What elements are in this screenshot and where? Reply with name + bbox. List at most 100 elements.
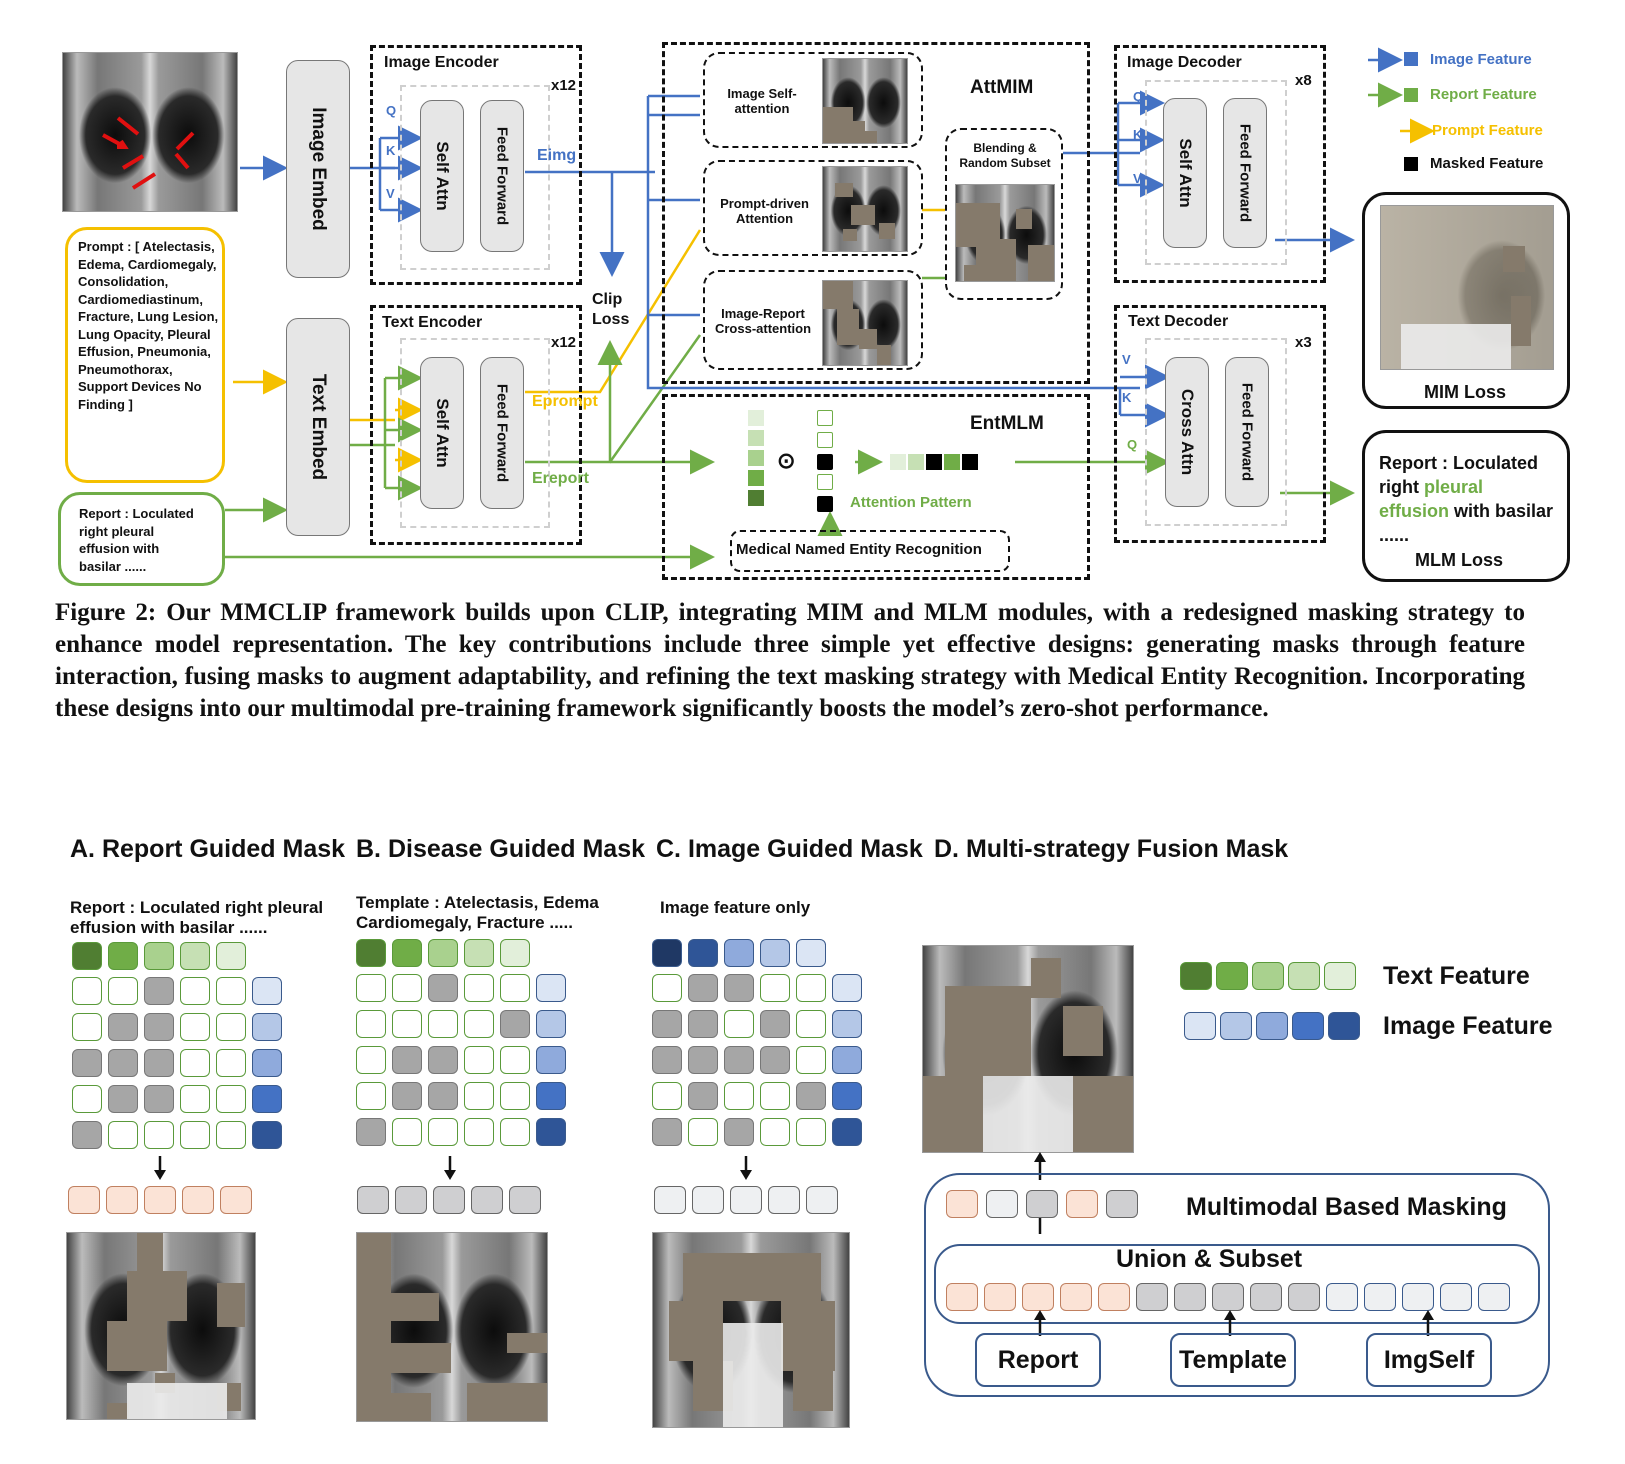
grid-masked-cell: [428, 1082, 458, 1110]
grid-masked-cell: [144, 1085, 174, 1113]
grid-cell: [216, 1013, 246, 1041]
mask-token: [1212, 1283, 1244, 1311]
text-encoder-inner: [400, 338, 550, 528]
grid-masked-cell: [108, 1013, 138, 1041]
grid-masked-cell: [108, 1049, 138, 1077]
image-decoder-ff: Feed Forward: [1223, 98, 1267, 248]
text-encoder-self-attn-label: Self Attn: [433, 398, 452, 468]
image-embed-block: Image Embed: [286, 60, 350, 278]
mask-token: [1022, 1283, 1054, 1311]
mlm-output-text-b: with basilar ......: [1379, 501, 1554, 545]
mask-token: [1328, 1012, 1360, 1040]
mask-token: [182, 1186, 214, 1214]
prompt-box: Prompt : [ Atelectasis, Edema, Cardiomeg…: [65, 227, 225, 483]
grid-masked-cell: [652, 1010, 682, 1038]
grid-cell: [500, 974, 530, 1002]
panel-a-xray: [66, 1232, 256, 1420]
mask-token: [1252, 962, 1284, 990]
grid-image-cell: [252, 1049, 282, 1077]
grid-cell: [216, 1085, 246, 1113]
image-encoder-title: Image Encoder: [384, 54, 499, 71]
mask-token: [1288, 1283, 1320, 1311]
image-decoder-self-attn: Self Attn: [1163, 98, 1207, 248]
mask-token: [1478, 1283, 1510, 1311]
mlm-output-box: Report : Loculated right pleural effusio…: [1362, 430, 1570, 582]
connector-arrows: [225, 47, 1435, 570]
grid-masked-cell: [144, 1049, 174, 1077]
grid-image-cell: [536, 1082, 566, 1110]
grid-header-cell: [796, 939, 826, 967]
grid-cell: [796, 974, 826, 1002]
text-encoder-self-attn: Self Attn: [420, 357, 464, 509]
imgself-source-box: ImgSelf: [1366, 1333, 1492, 1387]
grid-masked-cell: [688, 974, 718, 1002]
panel-c-sub: Image feature only: [660, 898, 811, 917]
grid-cell: [428, 1010, 458, 1038]
image-embed-label: Image Embed: [308, 107, 329, 231]
grid-header-cell: [392, 939, 422, 967]
panel-d-xray: [922, 945, 1134, 1153]
grid-image-cell: [252, 1121, 282, 1149]
text-encoder-title: Text Encoder: [382, 314, 483, 331]
mask-token: [730, 1186, 762, 1214]
grid-masked-cell: [688, 1046, 718, 1074]
report-input-text: Report : Loculated right pleural effusio…: [79, 506, 194, 574]
grid-cell: [392, 1010, 422, 1038]
grid-image-cell: [832, 1082, 862, 1110]
image-decoder-inner: [1145, 80, 1287, 265]
grid-cell: [216, 1121, 246, 1149]
panel-a-title: A. Report Guided Mask: [70, 835, 346, 863]
mask-token: [1324, 962, 1356, 990]
entmlm-token-stack: [748, 410, 764, 506]
ereport-label: Ereport: [532, 470, 589, 487]
text-decoder-ff-label: Feed Forward: [1238, 382, 1256, 482]
image-decoder-v: V: [1133, 171, 1142, 186]
mask-token: [806, 1186, 838, 1214]
mask-token: [1326, 1283, 1358, 1311]
union-subset-label: Union & Subset: [1116, 1245, 1303, 1273]
image-encoder-ff-label: Feed Forward: [493, 126, 511, 226]
grid-masked-cell: [760, 1010, 790, 1038]
grid-image-cell: [536, 1010, 566, 1038]
text-embed-label: Text Embed: [308, 373, 329, 481]
mask-token: [1066, 1190, 1098, 1218]
mask-token: [1184, 1012, 1216, 1040]
mask-token: [986, 1190, 1018, 1218]
grid-header-cell: [428, 939, 458, 967]
panel-b-xray: [356, 1232, 548, 1422]
input-xray-image: [62, 52, 238, 212]
mask-token: [1106, 1190, 1138, 1218]
attmim-box: [662, 42, 1090, 384]
entmlm-dot: ⊙: [777, 448, 796, 473]
report-input-box: Report : Loculated right pleural effusio…: [58, 492, 225, 586]
grid-masked-cell: [796, 1082, 826, 1110]
grid-cell: [760, 1118, 790, 1146]
grid-cell: [72, 977, 102, 1005]
mask-token: [433, 1186, 465, 1214]
attmim-xray-1: [822, 58, 908, 144]
grid-image-cell: [252, 1085, 282, 1113]
union-subset-box: [934, 1244, 1540, 1324]
entmlm-mask-stack: [817, 410, 833, 512]
mask-token: [692, 1186, 724, 1214]
mask-token: [471, 1186, 503, 1214]
grid-masked-cell: [500, 1010, 530, 1038]
entmlm-pattern-row: [890, 454, 978, 475]
grid-masked-cell: [144, 1013, 174, 1041]
mask-token: [220, 1186, 252, 1214]
mask-token: [1216, 962, 1248, 990]
image-encoder-self-attn: Self Attn: [420, 100, 464, 252]
grid-cell: [428, 1118, 458, 1146]
mask-token: [144, 1186, 176, 1214]
grid-masked-cell: [652, 1046, 682, 1074]
grid-masked-cell: [428, 1046, 458, 1074]
grid-masked-cell: [108, 1085, 138, 1113]
legend-report-feature: Report Feature: [1430, 86, 1537, 103]
grid-cell: [652, 974, 682, 1002]
ner-label: Medical Named Entity Recognition: [736, 541, 982, 558]
grid-cell: [724, 1010, 754, 1038]
grid-masked-cell: [724, 974, 754, 1002]
cross-attn-label: Image-Report Cross-attention: [714, 306, 812, 336]
legend-image-swatch: [1404, 52, 1418, 66]
image-encoder-k: K: [386, 143, 396, 158]
